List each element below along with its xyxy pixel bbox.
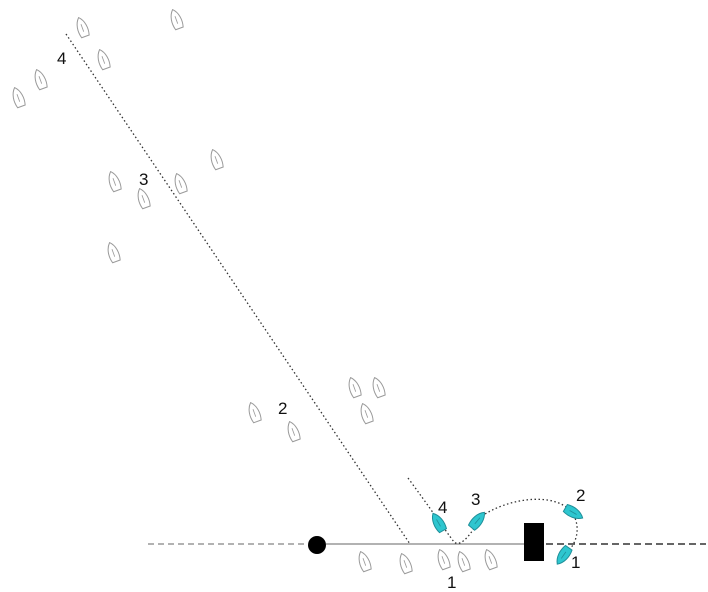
fleet-boat <box>437 548 451 571</box>
fleet-boat <box>108 170 122 193</box>
fleet-boat <box>372 376 386 399</box>
fleet-boat <box>170 8 184 31</box>
highlighted-boat-positions <box>432 503 584 565</box>
fleet-boat <box>399 552 413 575</box>
right-track-label-4: 4 <box>438 498 447 517</box>
fleet-boat <box>76 16 90 39</box>
fleet-boat <box>358 550 372 573</box>
fleet-boat <box>97 48 111 71</box>
fleet-boat <box>34 68 48 91</box>
fleet-boat <box>484 548 498 571</box>
fleet-boat <box>137 187 151 210</box>
fleet-boat <box>107 241 121 264</box>
committee-boat-mark <box>524 523 544 561</box>
fleet-boat <box>248 401 262 424</box>
fleet-boat <box>174 172 188 195</box>
left-track-label-1: 1 <box>447 573 456 592</box>
fleet-boat <box>360 402 374 425</box>
right-track-label-1: 1 <box>571 553 580 572</box>
highlighted-boat <box>467 511 485 531</box>
fleet-boat <box>210 148 224 171</box>
left-track-label-4: 4 <box>57 49 66 68</box>
fleet-boat <box>287 420 301 443</box>
fleet-boats-group <box>12 8 498 575</box>
left-track-label-2: 2 <box>278 399 287 418</box>
highlighted-boat <box>556 544 573 565</box>
pin-end-mark <box>308 536 326 554</box>
right-track-label-3: 3 <box>471 490 480 509</box>
fleet-boat <box>12 86 26 109</box>
left-boat-dotted-track <box>65 33 411 545</box>
fleet-boat <box>348 376 362 399</box>
highlighted-boat <box>432 512 448 534</box>
highlighted-boat <box>562 503 584 519</box>
right-track-label-2: 2 <box>576 486 585 505</box>
fleet-boat <box>457 550 471 573</box>
left-track-label-3: 3 <box>139 170 148 189</box>
